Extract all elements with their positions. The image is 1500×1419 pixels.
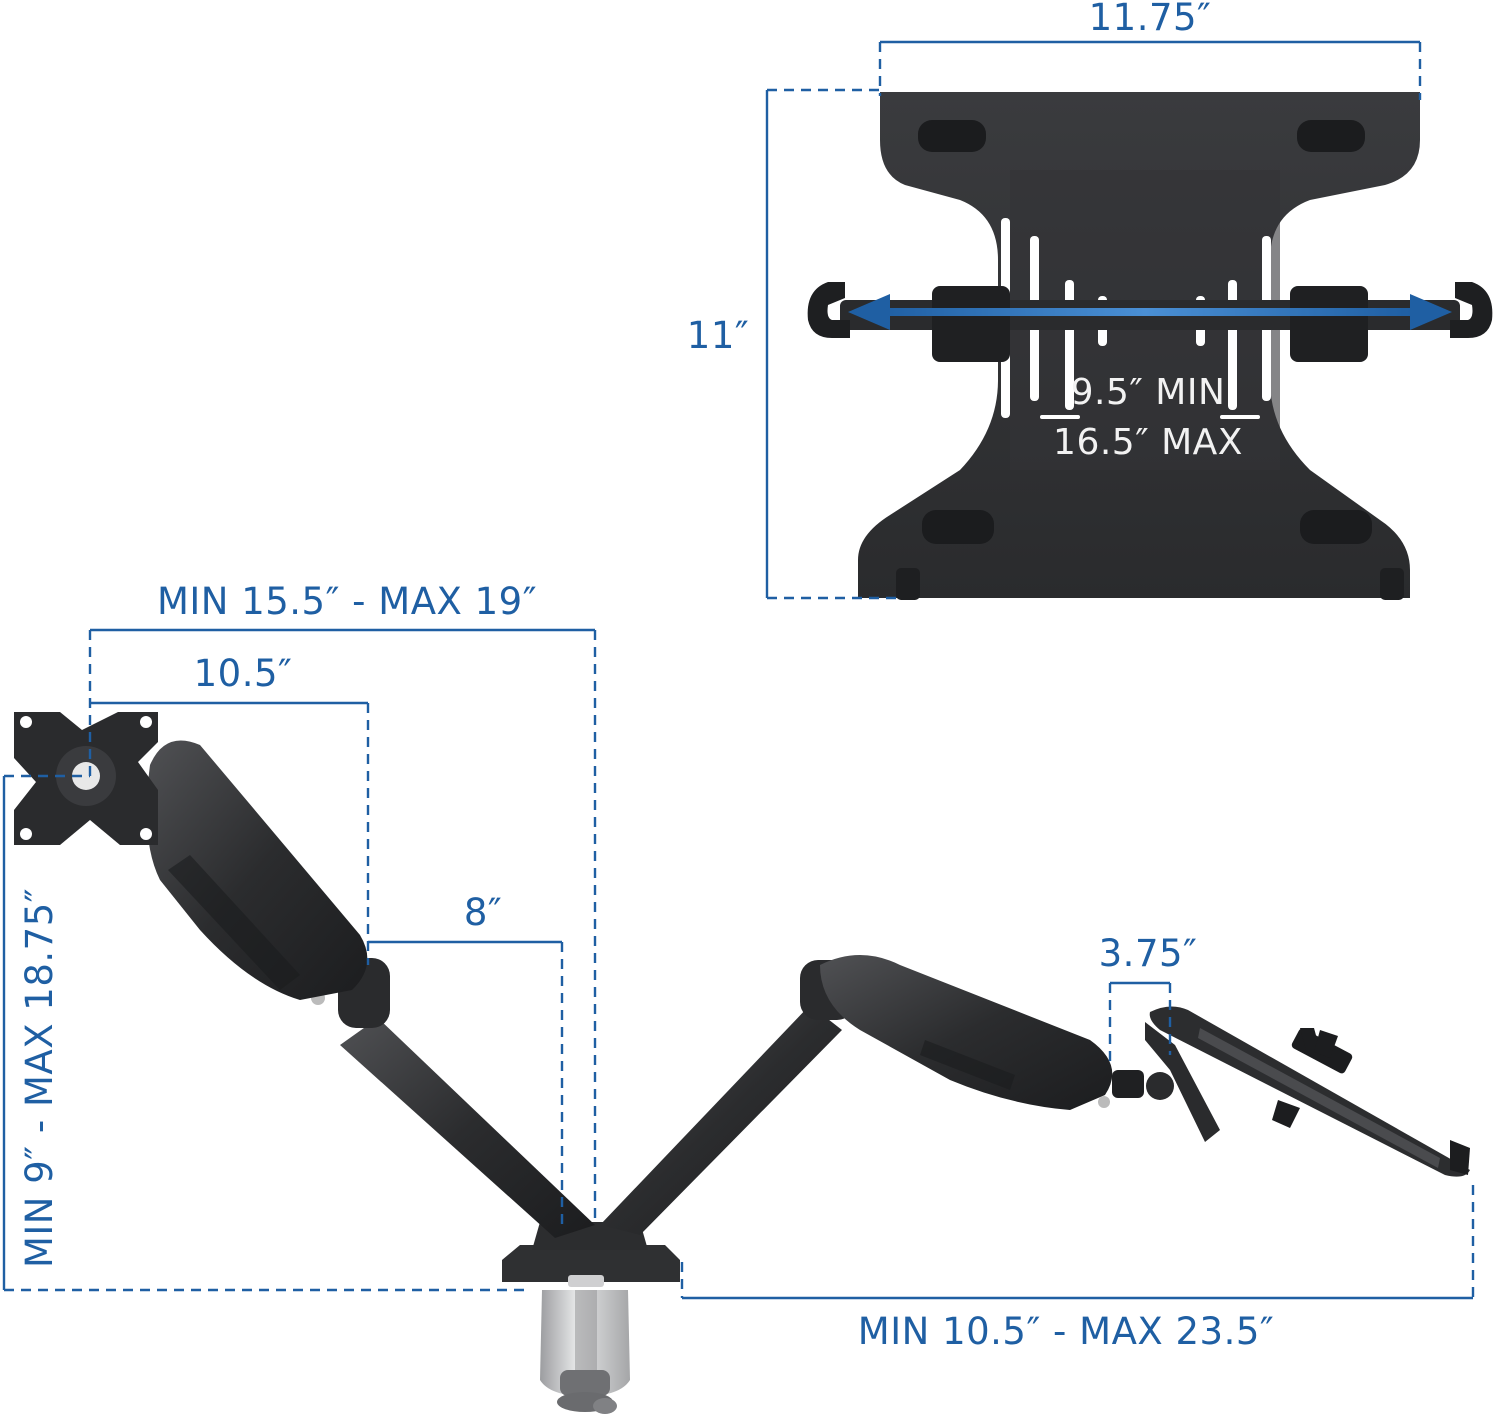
tray-height-label: 11″ xyxy=(687,314,749,357)
tray-width-dimension: 11.75″ xyxy=(878,0,1422,100)
tray-reach-label: MIN 10.5″ - MAX 23.5″ xyxy=(858,1310,1274,1353)
height-range-label: MIN 9″ - MAX 18.75″ xyxy=(18,888,61,1268)
desk-clamp xyxy=(540,1290,630,1414)
tray-width-label: 11.75″ xyxy=(1089,0,1212,39)
tray-foot xyxy=(1380,568,1404,600)
tray-side-hook-right xyxy=(1450,282,1493,338)
tilt-head xyxy=(1112,1022,1220,1142)
tray-rubber-pad xyxy=(1297,120,1365,152)
base-plate xyxy=(502,1245,680,1282)
lower-arm-dimension: 8″ xyxy=(368,891,564,1225)
right-upper-arm xyxy=(820,955,1113,1110)
tray-height-dimension: 11″ xyxy=(687,88,900,600)
tray-slider-left xyxy=(932,286,1010,362)
tray-clamp-max-label: 16.5″ MAX xyxy=(1053,422,1243,463)
tray-rubber-pad xyxy=(922,510,994,544)
lower-arm-label: 8″ xyxy=(464,891,502,934)
tray-rubber-pad xyxy=(918,120,986,152)
tray-slider-right xyxy=(1290,286,1368,362)
arm-reach-label: MIN 15.5″ - MAX 19″ xyxy=(157,580,537,623)
tray-reach-dimension: MIN 10.5″ - MAX 23.5″ xyxy=(680,1185,1475,1353)
tray-side-hook-left xyxy=(807,282,850,338)
left-lower-arm xyxy=(340,1018,595,1238)
arm-reach-dimension: MIN 15.5″ - MAX 19″ xyxy=(88,580,597,1225)
tray-foot xyxy=(896,568,920,600)
height-range-dimension: MIN 9″ - MAX 18.75″ xyxy=(2,774,530,1292)
clamp-range-arrow xyxy=(848,294,1452,330)
tilt-head-dimension: 3.75″ xyxy=(1099,932,1198,1068)
right-lower-arm xyxy=(600,1005,842,1235)
upper-arm-dimension: 10.5″ xyxy=(90,652,370,965)
tray-clamp-min-label: 9.5″ MIN xyxy=(1071,372,1226,413)
laptop-tray-side-view xyxy=(1149,1006,1470,1177)
tilt-head-label: 3.75″ xyxy=(1099,932,1198,975)
left-upper-arm xyxy=(146,740,368,1000)
base-plate-slot xyxy=(568,1275,604,1287)
vesa-plate xyxy=(14,712,158,845)
tray-rubber-pad xyxy=(1300,510,1372,544)
dual-arm-assembly xyxy=(14,712,1470,1414)
laptop-tray-top-view: 9.5″ MIN 16.5″ MAX xyxy=(807,92,1493,600)
upper-arm-label: 10.5″ xyxy=(194,652,293,695)
